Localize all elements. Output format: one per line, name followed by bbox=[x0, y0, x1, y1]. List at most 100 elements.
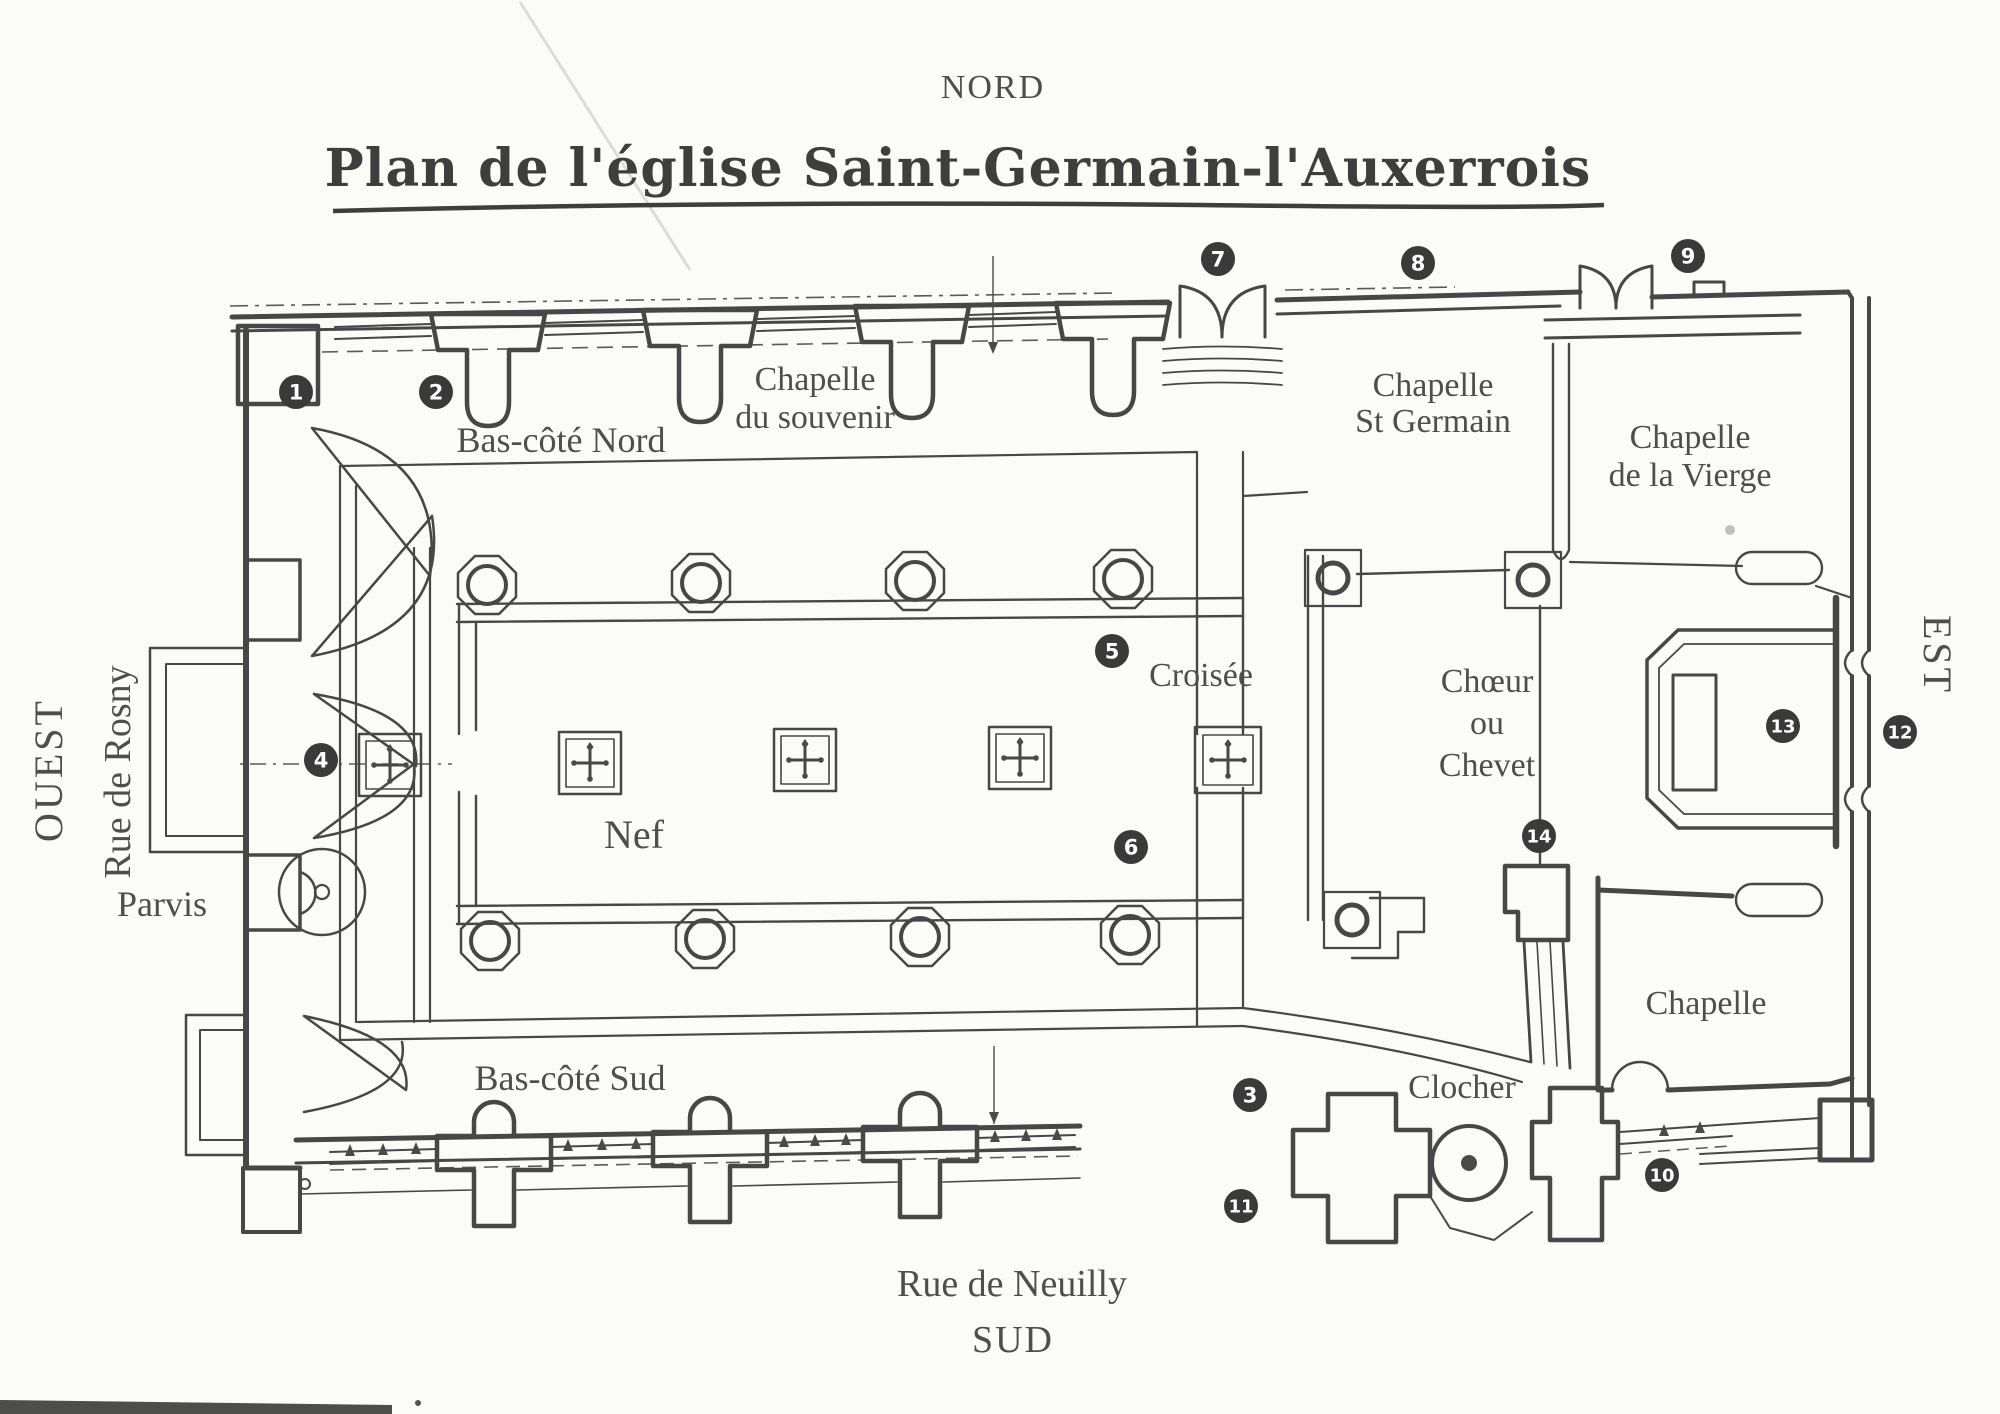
chapelle-st-germain-label-2: St Germain bbox=[1355, 403, 1511, 440]
svg-text:12: 12 bbox=[1887, 723, 1912, 744]
octagon-column bbox=[889, 906, 951, 968]
croisee-label: Croisée bbox=[1149, 657, 1253, 694]
svg-text:1: 1 bbox=[289, 381, 304, 405]
northwest-door bbox=[310, 426, 436, 658]
clocher-label: Clocher bbox=[1408, 1069, 1516, 1106]
nef-label: Nef bbox=[604, 812, 665, 857]
octagon-column bbox=[1092, 548, 1154, 610]
octagon-column bbox=[674, 908, 736, 970]
marker-3: 3 bbox=[1233, 1078, 1267, 1112]
compass-west-label: OUEST bbox=[26, 698, 71, 842]
svg-text:4: 4 bbox=[314, 749, 329, 773]
octagon-column bbox=[884, 550, 946, 612]
bas-cote-sud-label: Bas-côté Sud bbox=[475, 1058, 666, 1098]
cross-pillar-icon bbox=[1193, 725, 1263, 795]
southwest-door bbox=[302, 1014, 408, 1114]
cross-pillar-icon bbox=[772, 727, 838, 793]
altar bbox=[1645, 594, 1840, 850]
south-window-ticks bbox=[345, 1121, 1705, 1156]
octagon-column bbox=[1099, 904, 1161, 966]
octagon-column bbox=[459, 910, 521, 972]
marker-10: 10 bbox=[1645, 1158, 1679, 1192]
marker-13: 13 bbox=[1766, 709, 1800, 743]
nave-walls bbox=[455, 596, 1245, 928]
choir-columns bbox=[1303, 548, 1563, 950]
north-door-vierge bbox=[1578, 264, 1654, 310]
marker-4: 4 bbox=[304, 743, 338, 777]
compass-north-label: NORD bbox=[941, 69, 1045, 106]
choir-pillar-14 bbox=[1502, 863, 1571, 943]
street-south-label: Rue de Neuilly bbox=[897, 1263, 1127, 1305]
marker-1: 1 bbox=[279, 375, 313, 409]
marker-12: 12 bbox=[1883, 715, 1917, 749]
scan-artifacts bbox=[0, 1, 1735, 1414]
number-markers: 1 2 3 4 5 6 7 8 9 10 11 12 13 14 bbox=[279, 239, 1917, 1223]
nave-columns bbox=[456, 548, 1161, 972]
west-main-door bbox=[312, 692, 418, 840]
choeur-label-1: Chœur bbox=[1441, 663, 1534, 700]
north-buttresses bbox=[428, 300, 1173, 429]
plan-labels: NORD Plan de l'église Saint-Germain-l'Au… bbox=[26, 69, 1960, 1361]
cross-pillars bbox=[357, 725, 1263, 798]
svg-text:14: 14 bbox=[1526, 827, 1551, 848]
svg-text:11: 11 bbox=[1228, 1197, 1253, 1218]
cross-pillar-icon bbox=[987, 725, 1053, 791]
west-facade bbox=[148, 323, 436, 1234]
trefoil-column bbox=[1303, 548, 1363, 608]
column-capsule-north bbox=[1734, 550, 1824, 586]
section-marks bbox=[988, 256, 999, 1124]
clocher-belltower bbox=[1290, 1085, 1821, 1245]
south-buttresses bbox=[434, 1090, 980, 1229]
svg-text:5: 5 bbox=[1105, 640, 1120, 664]
choir-walls bbox=[1306, 554, 1572, 1070]
bas-cote-nord-label: Bas-côté Nord bbox=[457, 420, 666, 460]
marker-7: 7 bbox=[1201, 242, 1235, 276]
page-title: Plan de l'église Saint-Germain-l'Auxerro… bbox=[325, 138, 1592, 199]
svg-text:2: 2 bbox=[429, 381, 444, 405]
altar-table bbox=[1671, 673, 1718, 792]
compass-east-label: EST bbox=[1915, 615, 1960, 695]
south-wall bbox=[293, 1090, 1705, 1229]
svg-text:7: 7 bbox=[1211, 248, 1226, 272]
east-wall bbox=[1817, 290, 1875, 1163]
marker-11: 11 bbox=[1224, 1189, 1258, 1223]
aisle-enclosure bbox=[338, 450, 1532, 1084]
chapelle-souvenir-label-1: Chapelle bbox=[755, 361, 876, 398]
cross-pillar-icon bbox=[557, 730, 623, 796]
chapelle-se-label: Chapelle bbox=[1646, 985, 1767, 1022]
marker-14: 14 bbox=[1522, 819, 1556, 853]
svg-text:6: 6 bbox=[1124, 836, 1139, 860]
choeur-label-2: ou bbox=[1470, 705, 1504, 742]
marker-6: 6 bbox=[1114, 830, 1148, 864]
southeast-chapel bbox=[1595, 875, 1855, 1093]
cross-pillar-icon bbox=[357, 732, 423, 798]
choir-stairs bbox=[1522, 940, 1572, 1070]
choeur-label-3: Chevet bbox=[1439, 747, 1536, 784]
svg-text:13: 13 bbox=[1770, 717, 1795, 738]
marker-2: 2 bbox=[419, 375, 453, 409]
north-door-transept bbox=[1162, 284, 1283, 386]
compass-south-label: SUD bbox=[972, 1319, 1054, 1361]
svg-text:10: 10 bbox=[1649, 1166, 1674, 1187]
octagon-column bbox=[670, 552, 732, 614]
trefoil-column bbox=[1322, 890, 1382, 950]
svg-text:8: 8 bbox=[1411, 252, 1426, 276]
north-wall bbox=[229, 280, 1851, 429]
chapelle-vierge-label-2: de la Vierge bbox=[1609, 457, 1772, 494]
marker-8: 8 bbox=[1401, 246, 1435, 280]
trefoil-column bbox=[1503, 550, 1563, 610]
svg-text:3: 3 bbox=[1243, 1084, 1258, 1108]
parvis-label: Parvis bbox=[117, 884, 207, 924]
street-west-label: Rue de Rosny bbox=[97, 665, 139, 878]
marker-9: 9 bbox=[1671, 239, 1705, 273]
chapelle-souvenir-label-2: du souvenir bbox=[735, 399, 895, 436]
chapelle-vierge-label-1: Chapelle bbox=[1630, 419, 1751, 456]
title-underline bbox=[332, 201, 1605, 214]
baptismal-font-circle bbox=[277, 847, 367, 937]
octagon-column bbox=[456, 554, 518, 616]
svg-text:9: 9 bbox=[1681, 245, 1696, 269]
bell-circle bbox=[1430, 1124, 1508, 1202]
chapelle-st-germain-label-1: Chapelle bbox=[1373, 367, 1494, 404]
